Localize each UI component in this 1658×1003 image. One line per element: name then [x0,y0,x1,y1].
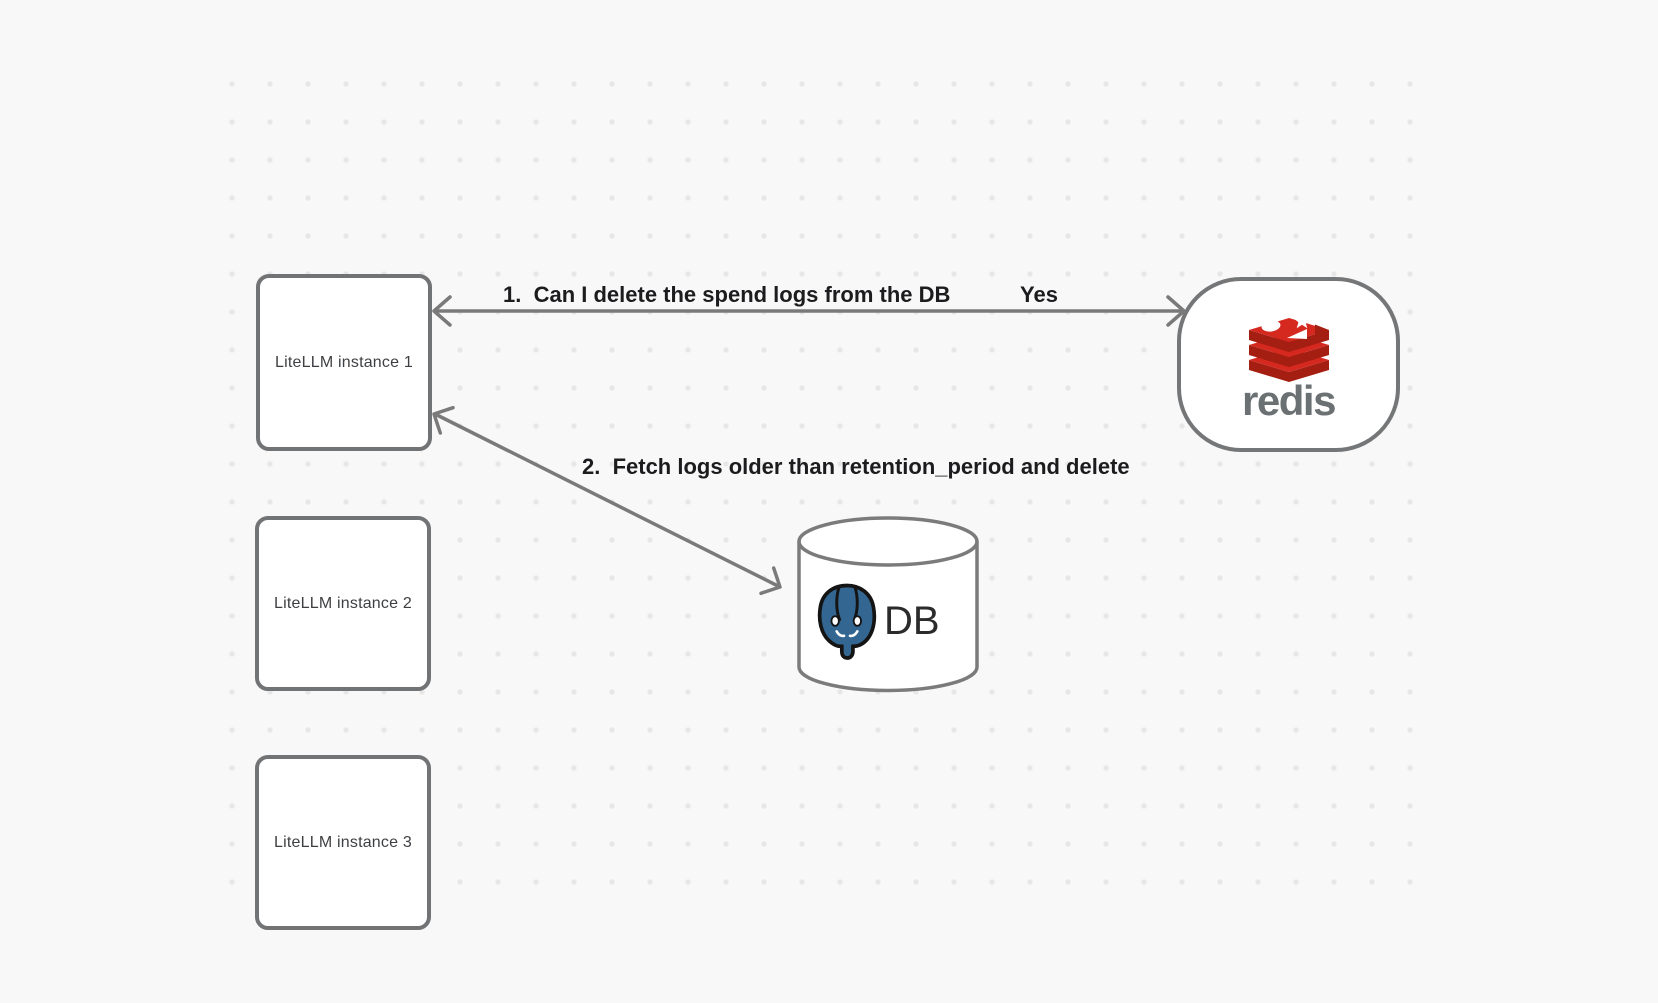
edge1-label[interactable]: 1. Can I delete the spend logs from the … [503,282,951,307]
node-label: LiteLLM instance 1 [275,353,413,371]
node-litellm-instance-3[interactable]: LiteLLM instance 3 [255,755,431,930]
postgresql-elephant-icon [817,583,877,660]
node-litellm-instance-1[interactable]: LiteLLM instance 1 [256,274,432,451]
edge2-label[interactable]: 2. Fetch logs older than retention_perio… [582,454,1130,479]
node-label: LiteLLM instance 2 [274,594,412,612]
node-label: LiteLLM instance 3 [274,833,412,851]
node-litellm-instance-2[interactable]: LiteLLM instance 2 [255,516,431,691]
edge1-response-label[interactable]: Yes [1020,282,1058,307]
redis-wordmark: redis [1242,377,1336,424]
node-redis[interactable]: redis [1177,277,1400,452]
db-label: DB [884,599,940,643]
redis-logo-icon [1248,312,1329,382]
